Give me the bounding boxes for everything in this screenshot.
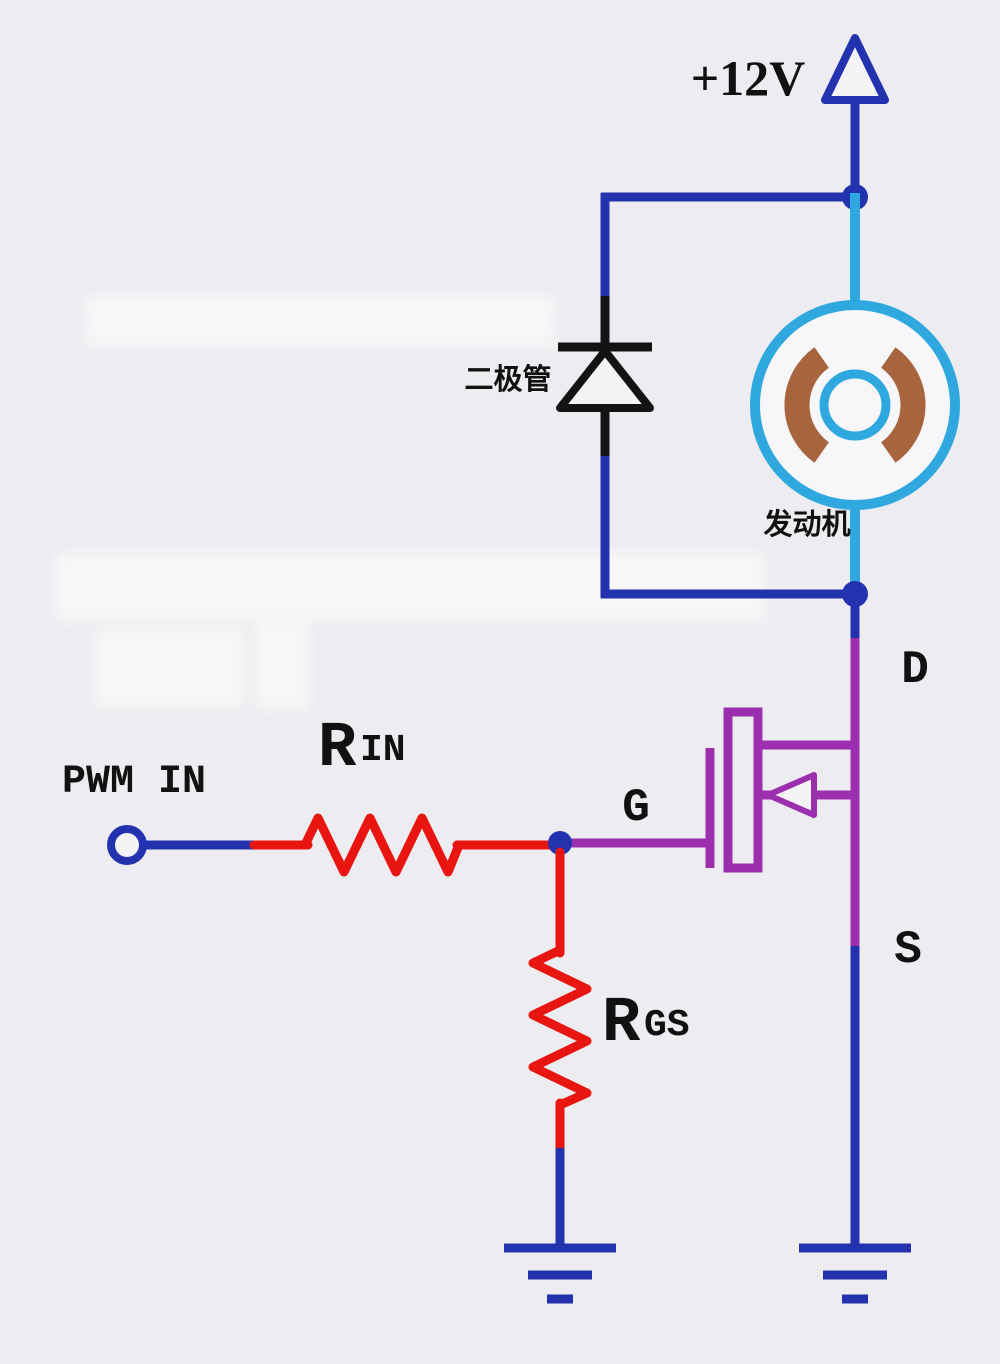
rgs-branch: R GS	[528, 847, 690, 1250]
mosfet-channel	[723, 707, 763, 873]
source-label: S	[894, 924, 922, 976]
motor-brush-right-icon	[880, 347, 926, 463]
ground-left-icon	[504, 1243, 616, 1304]
gate-label: G	[622, 782, 650, 834]
rin-label-main: R	[318, 713, 357, 785]
pwm-terminal-icon	[107, 825, 147, 865]
rgs-label-sub: GS	[644, 1004, 690, 1047]
supply-label: +12V	[691, 50, 806, 106]
background-artifact	[85, 295, 555, 347]
rin-label-sub: IN	[360, 729, 406, 772]
diode-triangle-icon	[556, 347, 654, 412]
rgs-label-main: R	[602, 988, 641, 1060]
power-rail: +12V	[601, 34, 889, 210]
pwm-in-label: PWM IN	[62, 760, 206, 805]
mosfet-symbol: G	[558, 707, 859, 873]
drain-line: D S	[601, 581, 929, 1250]
junction-dot-gate	[548, 831, 572, 855]
ground-right-icon	[799, 1243, 911, 1304]
diode-label: 二极管	[464, 362, 551, 396]
rgs-resistor-zigzag	[528, 945, 592, 1110]
motor-label: 发动机	[762, 507, 850, 541]
drain-label: D	[901, 644, 929, 696]
motor-shaft-icon	[819, 369, 891, 441]
motor-branch: 发动机	[750, 193, 960, 596]
diode-branch: 二极管	[464, 193, 654, 598]
supply-arrow-icon	[821, 34, 889, 104]
mosfet-body-arrow-icon	[765, 772, 817, 818]
background-artifact	[255, 620, 310, 710]
motor-brush-left-icon	[784, 347, 830, 463]
pwm-input: PWM IN R IN	[62, 713, 572, 877]
background-artifact	[55, 552, 765, 622]
rin-resistor-zigzag	[300, 813, 464, 877]
background-artifact	[95, 628, 245, 708]
